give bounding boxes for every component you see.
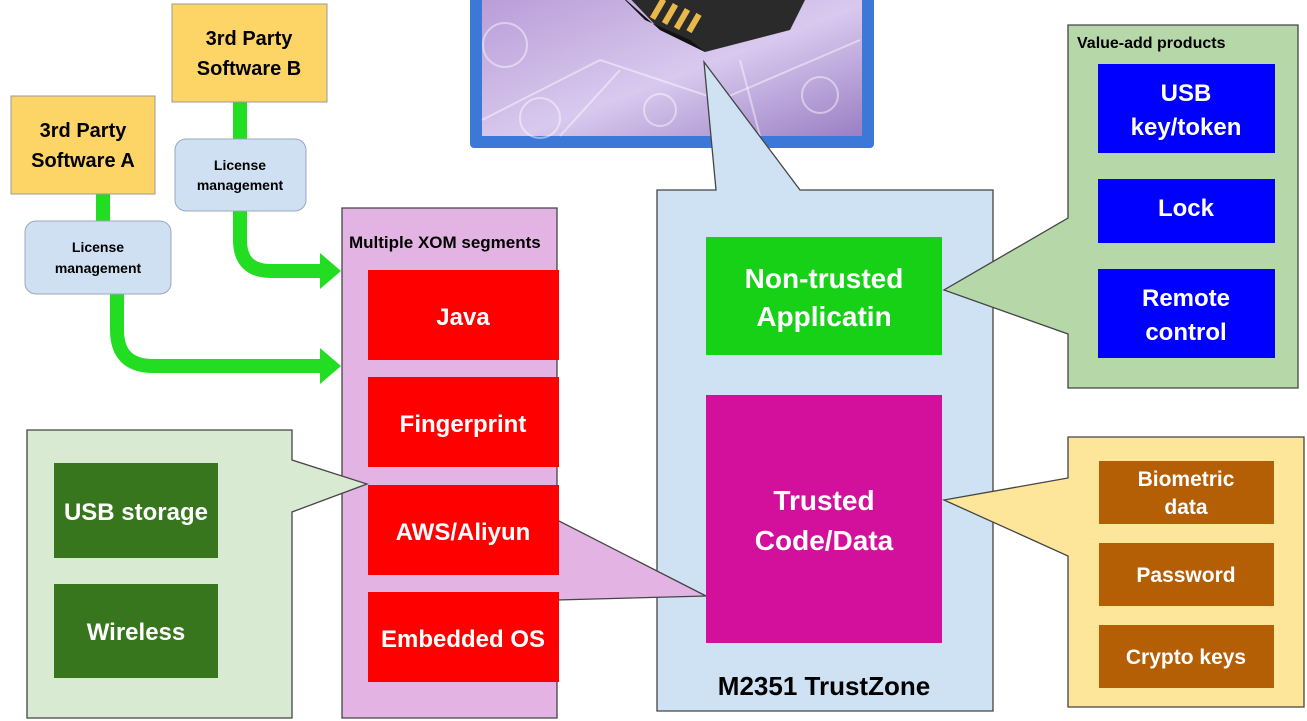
secret-biometric-data: Biometric data bbox=[1099, 461, 1274, 524]
xom-item-java-label: Java bbox=[436, 304, 490, 331]
xom-item-java: Java bbox=[368, 270, 559, 360]
trustzone-title: M2351 TrustZone bbox=[718, 671, 930, 701]
software-a-line1: 3rd Party bbox=[40, 120, 128, 142]
license-b-connector bbox=[233, 102, 322, 278]
storage-item-wireless: Wireless bbox=[54, 584, 218, 678]
secret-crypto-keys-label: Crypto keys bbox=[1126, 646, 1246, 669]
arrow-to-xom-b bbox=[320, 253, 341, 289]
license-b-line2: management bbox=[197, 177, 284, 193]
secret-biometric-line2: data bbox=[1164, 496, 1208, 519]
secret-password: Password bbox=[1099, 543, 1274, 606]
non-trusted-application-box: Non-trusted Applicatin bbox=[706, 237, 942, 355]
secret-password-label: Password bbox=[1136, 564, 1235, 587]
secret-crypto-keys: Crypto keys bbox=[1099, 625, 1274, 688]
storage-item-usb: USB storage bbox=[54, 463, 218, 558]
xom-item-embedded-os: Embedded OS bbox=[368, 592, 559, 682]
secret-biometric-line1: Biometric bbox=[1138, 468, 1235, 491]
xom-item-aws-label: AWS/Aliyun bbox=[396, 519, 531, 546]
xom-item-aws: AWS/Aliyun bbox=[368, 485, 559, 575]
storage-item-wireless-label: Wireless bbox=[87, 619, 186, 646]
software-a-box: 3rd Party Software A bbox=[10, 95, 156, 195]
license-a-connector bbox=[96, 194, 322, 373]
trusted-code-data-box: Trusted Code/Data bbox=[706, 395, 942, 643]
software-b-line1: 3rd Party bbox=[206, 28, 294, 50]
software-b-line2: Software B bbox=[197, 58, 301, 80]
trusted-line1: Trusted bbox=[773, 485, 874, 516]
xom-item-embedded-os-label: Embedded OS bbox=[381, 626, 545, 653]
license-management-a: License management bbox=[24, 220, 172, 295]
license-a-line2: management bbox=[55, 260, 142, 276]
arrow-to-xom-a bbox=[320, 348, 341, 384]
non-trusted-line2: Applicatin bbox=[756, 301, 891, 332]
value-add-usb-token: USB key/token bbox=[1098, 64, 1275, 153]
trusted-line2: Code/Data bbox=[755, 525, 894, 556]
software-a-line2: Software A bbox=[31, 150, 135, 172]
storage-item-usb-label: USB storage bbox=[64, 499, 208, 526]
license-a-line1: License bbox=[72, 239, 124, 255]
value-add-lock-label: Lock bbox=[1158, 195, 1215, 222]
value-add-lock: Lock bbox=[1098, 179, 1275, 243]
software-b-box: 3rd Party Software B bbox=[171, 3, 328, 103]
xom-item-fingerprint: Fingerprint bbox=[368, 377, 559, 467]
value-add-title: Value-add products bbox=[1077, 35, 1226, 52]
value-add-remote-control: Remote control bbox=[1098, 269, 1275, 358]
non-trusted-line1: Non-trusted bbox=[745, 263, 904, 294]
value-add-usb-line2: key/token bbox=[1131, 114, 1242, 141]
usb-key-photo bbox=[470, 0, 874, 148]
value-add-remote-line2: control bbox=[1145, 319, 1226, 346]
license-b-line1: License bbox=[214, 157, 266, 173]
license-management-b: License management bbox=[174, 138, 307, 212]
xom-item-fingerprint-label: Fingerprint bbox=[400, 411, 527, 438]
value-add-remote-line1: Remote bbox=[1142, 285, 1230, 312]
value-add-usb-line1: USB bbox=[1161, 80, 1212, 107]
xom-title: Multiple XOM segments bbox=[349, 233, 541, 252]
